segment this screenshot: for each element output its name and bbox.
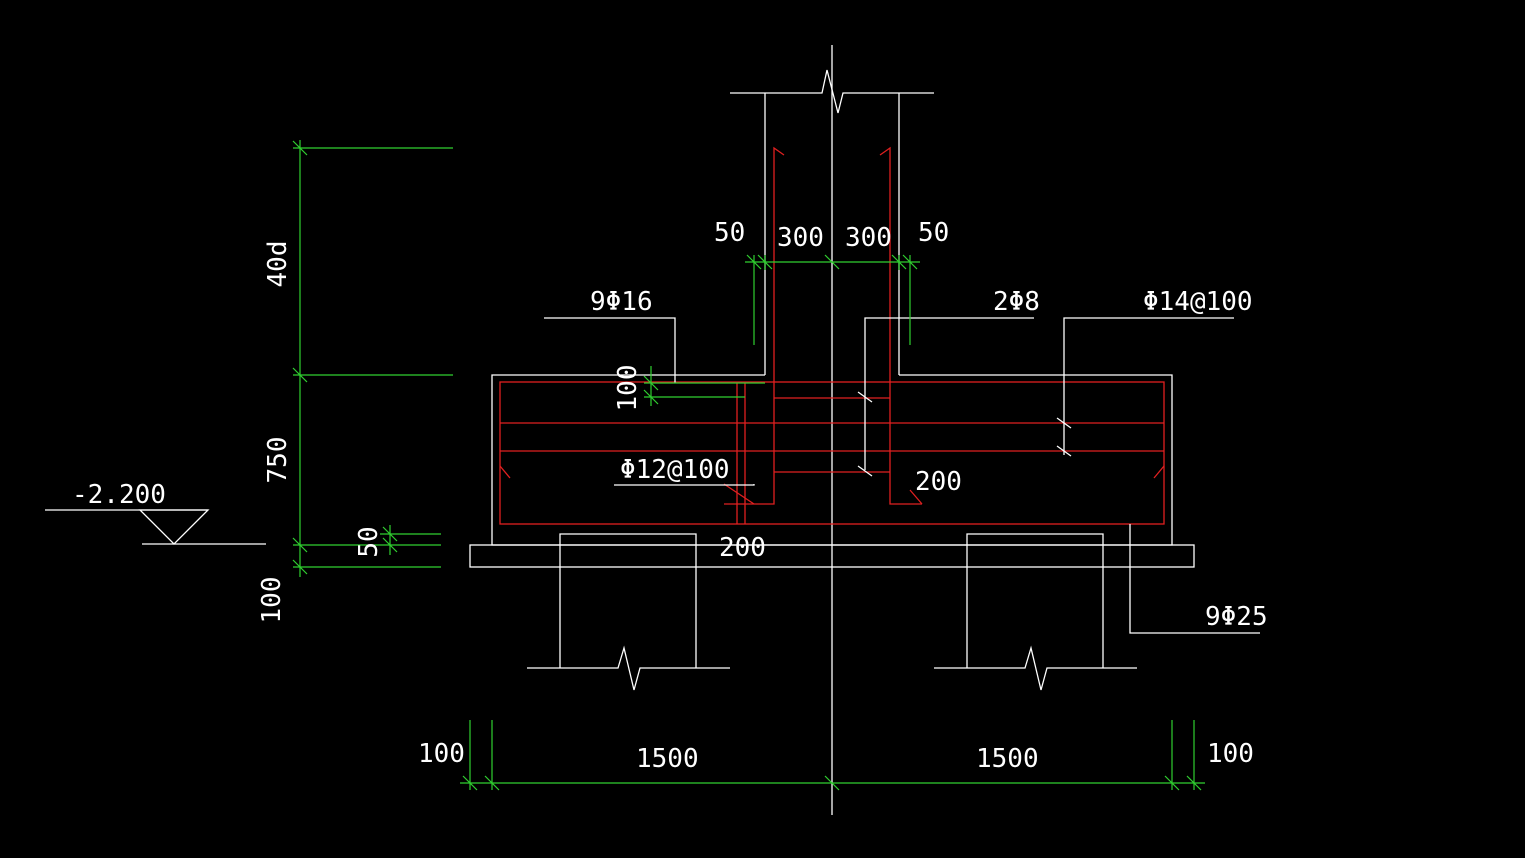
break-line-pile-right (934, 645, 1137, 691)
dim-spacing-100: 100 (613, 365, 643, 412)
dim-col-cover-right: 50 (918, 218, 949, 248)
break-line-pile-left (527, 645, 730, 691)
dim-col-cover-left: 50 (714, 218, 745, 248)
dim-200-right: 200 (915, 467, 962, 497)
dim-col-half-left: 300 (777, 223, 824, 253)
pile-left (527, 533, 730, 691)
dim-bedding-50: 50 (354, 526, 384, 557)
label-elevation: -2.200 (72, 480, 166, 510)
dim-bottom-left-1500: 1500 (636, 744, 699, 774)
rebar-cage (499, 381, 1165, 525)
break-line-column (730, 69, 934, 114)
dim-200-bottom: 200 (719, 533, 766, 563)
column-bar-left (724, 146, 785, 505)
pile-right (934, 533, 1137, 691)
leader-lines (544, 317, 1260, 634)
dim-bottom-right-100: 100 (1207, 739, 1254, 769)
label-rebar-column-tie: 2Φ8 (993, 287, 1040, 317)
dim-cap-depth: 750 (263, 437, 293, 484)
dimension-lines (292, 140, 1205, 791)
dim-anchorage: 40d (263, 241, 293, 288)
column-bar-right (879, 146, 922, 505)
label-rebar-stirrup: Φ12@100 (620, 455, 730, 485)
pile-cap-outline (469, 374, 1195, 568)
dim-bedding-100: 100 (257, 577, 287, 624)
elevation-marker (45, 509, 266, 545)
dim-bottom-left-100: 100 (418, 739, 465, 769)
label-rebar-top: 9Φ16 (590, 287, 653, 317)
label-rebar-main: Φ14@100 (1143, 287, 1253, 317)
column-outline (730, 69, 934, 375)
reinforcement (499, 146, 1165, 525)
dim-bottom-right-1500: 1500 (976, 744, 1039, 774)
bedding-layer (469, 544, 1195, 568)
label-rebar-bottom: 9Φ25 (1205, 602, 1268, 632)
dim-col-half-right: 300 (845, 223, 892, 253)
